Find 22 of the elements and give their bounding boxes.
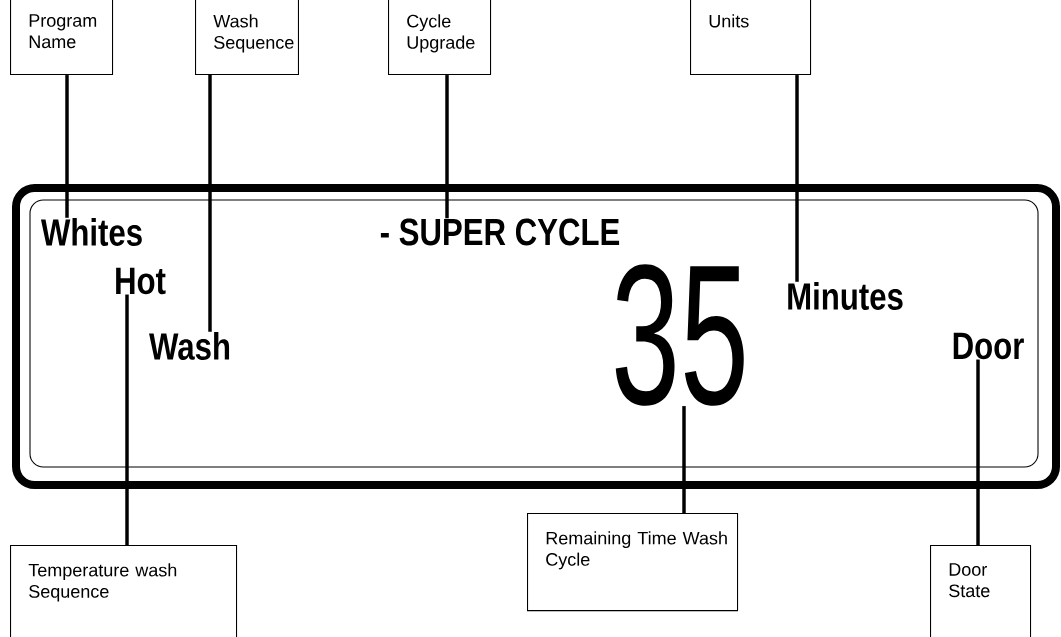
leader-line [976, 359, 980, 545]
display-number: 35 [615, 264, 744, 406]
callout-box: Cycle Upgrade [388, 0, 492, 76]
display-text: Door [953, 332, 1024, 360]
display-text: Whites [40, 218, 142, 246]
leader-line [445, 75, 449, 219]
callout-box: Temperature wash Sequence [10, 545, 238, 637]
display-text: - SUPER CYCLE [380, 218, 620, 246]
callout-box: Wash Sequence [195, 0, 299, 76]
callout-box: Units [690, 0, 812, 76]
display-text: Minutes [788, 282, 903, 310]
callout-box: Program Name [10, 0, 114, 76]
leader-line [208, 75, 212, 332]
display-text: Hot [116, 267, 166, 295]
leader-line [682, 406, 686, 513]
leader-line [65, 75, 69, 218]
callout-box: Door State [930, 545, 1032, 637]
leader-line [795, 75, 799, 282]
callout-box: Remaining Time Wash Cycle [527, 513, 739, 612]
display-text: Wash [149, 332, 230, 360]
leader-line [125, 294, 129, 545]
display-frame [12, 184, 1060, 490]
